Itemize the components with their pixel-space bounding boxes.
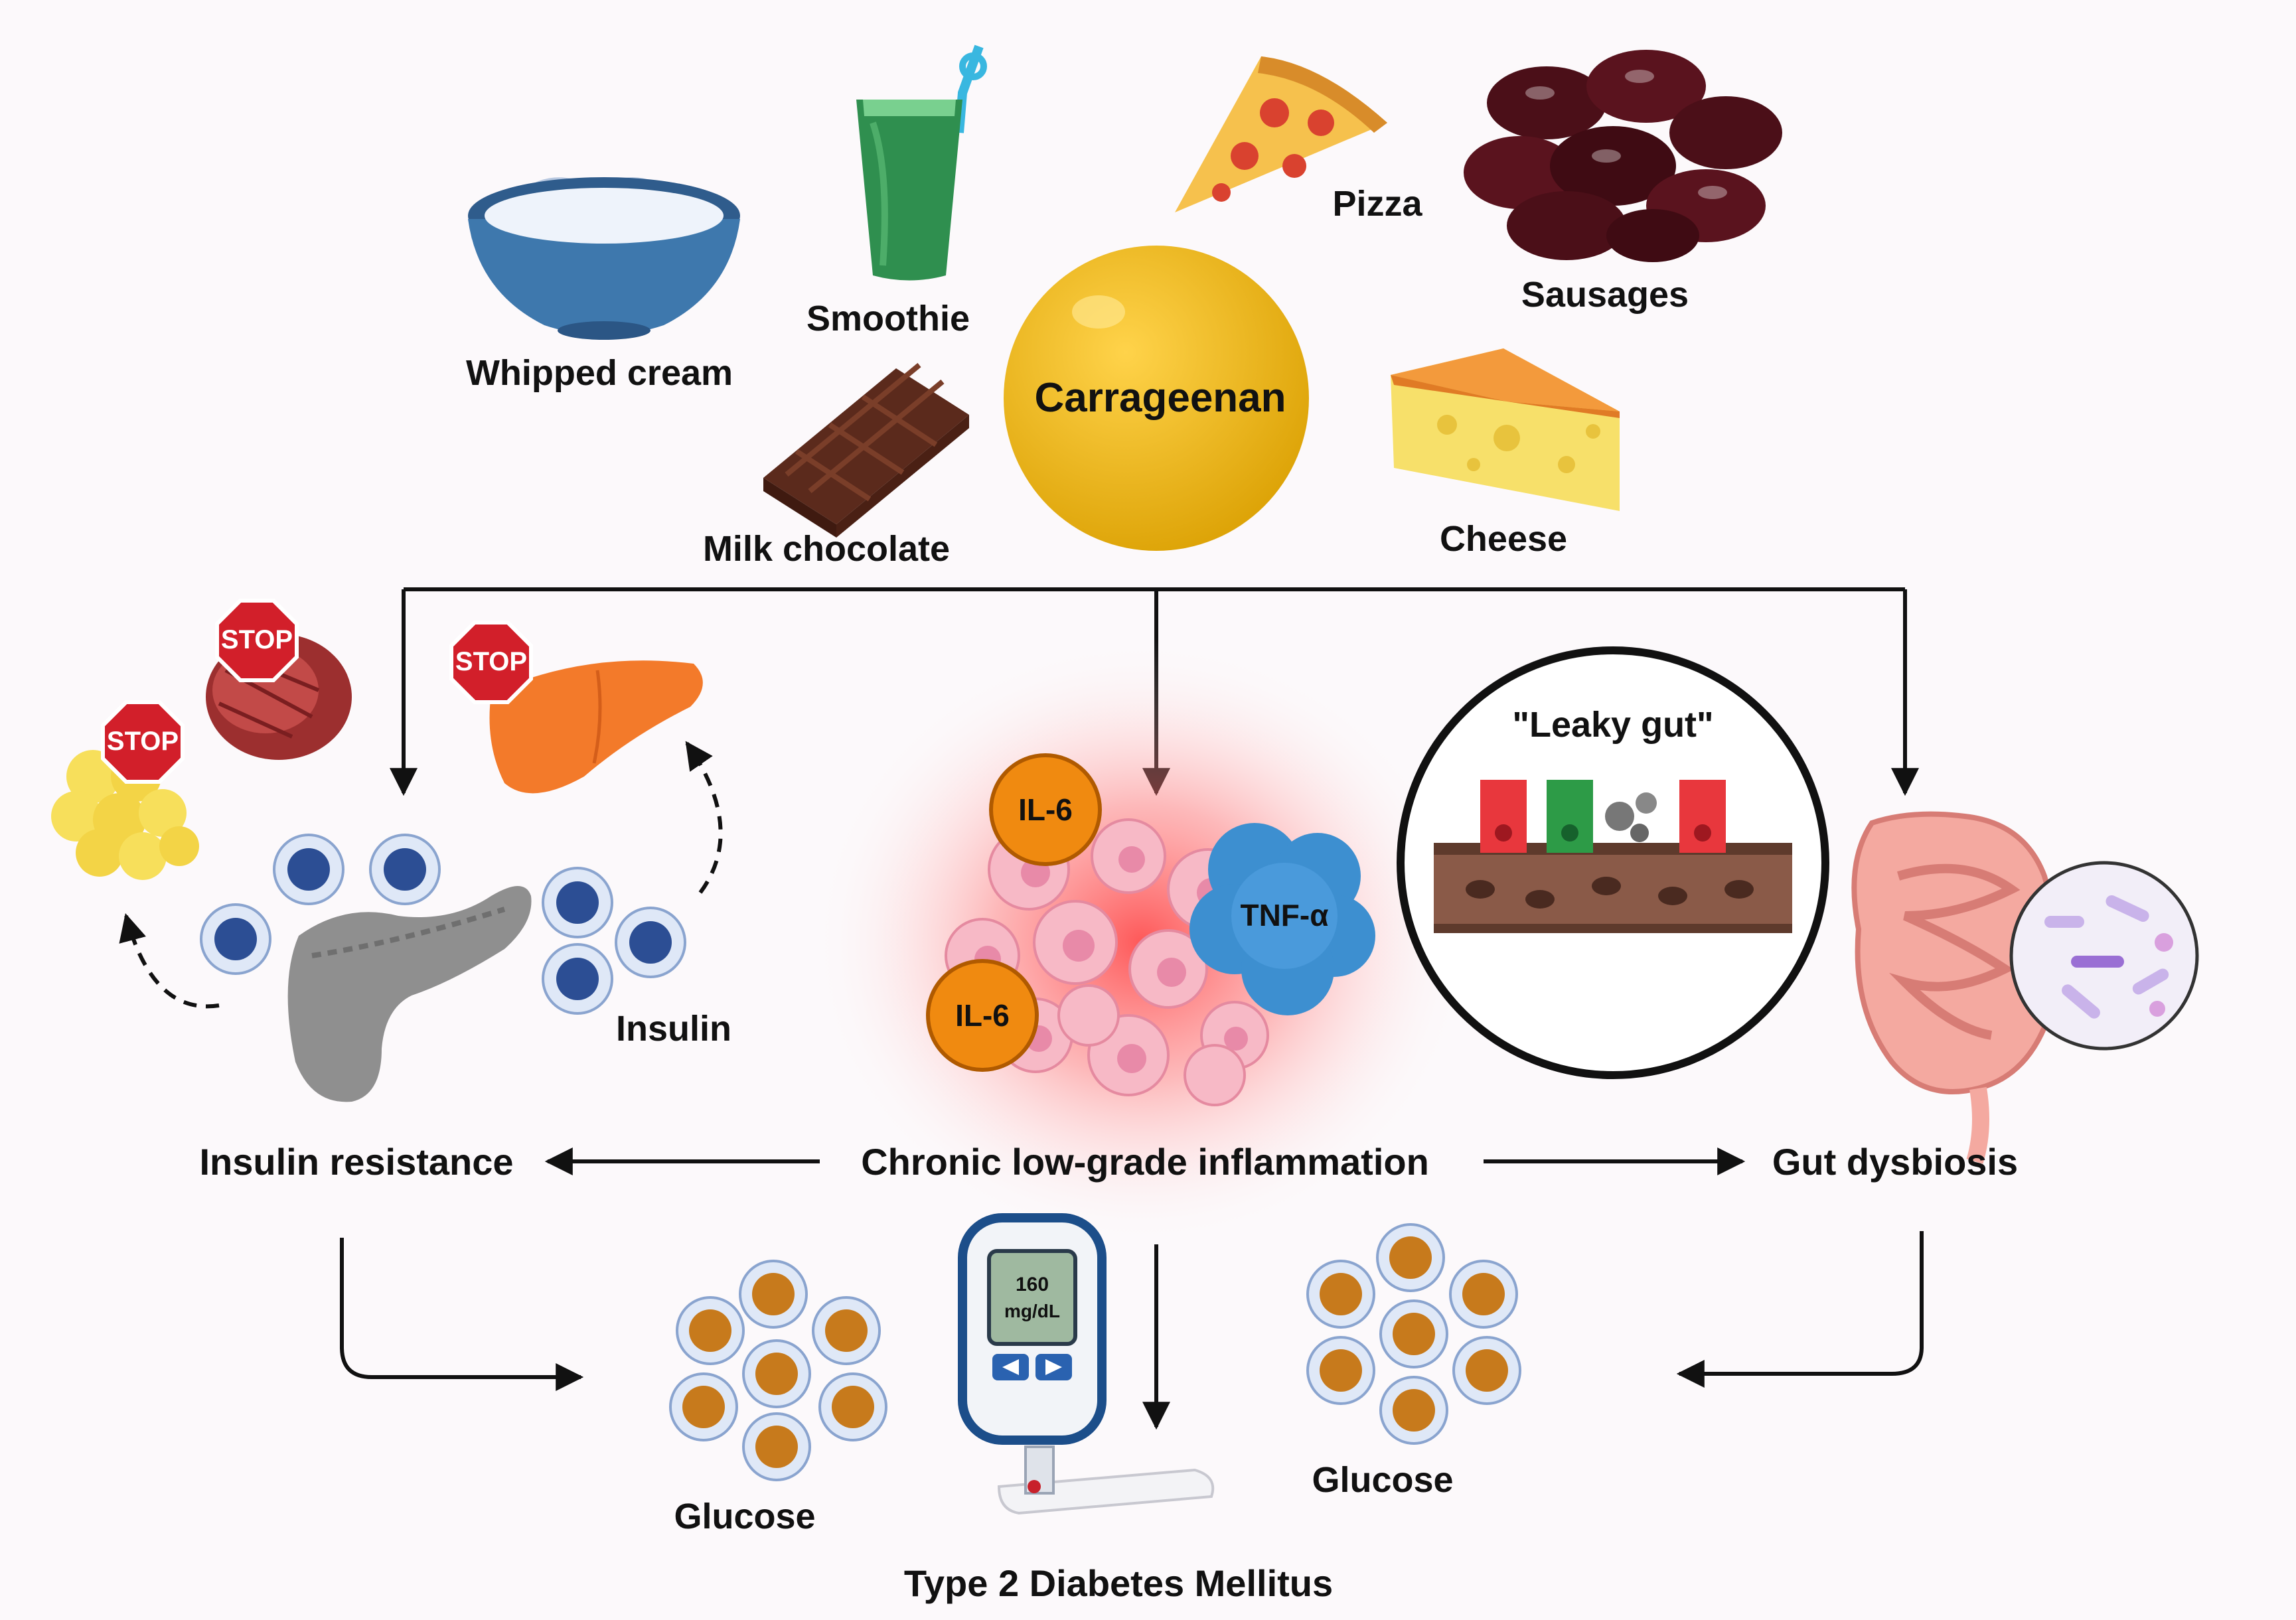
insulin-label: Insulin <box>616 1009 731 1049</box>
stop-sign-liver-icon: STOP <box>449 621 533 704</box>
smoothie-glass-icon <box>856 44 987 281</box>
glucose-left-label: Glucose <box>674 1497 815 1536</box>
il6-top-molecule: IL-6 <box>989 753 1102 866</box>
glucometer-icon: 160 mg/dL <box>958 1213 1215 1515</box>
pancreas-icon <box>287 886 532 1102</box>
insulin-cell <box>273 834 344 905</box>
il6-top-label: IL-6 <box>1018 792 1073 827</box>
insulin-resistance-label: Insulin resistance <box>199 1141 513 1183</box>
pizza-label: Pizza <box>1332 184 1422 224</box>
tnf-alpha-molecule: TNF-α <box>1189 823 1375 1015</box>
glucose-cell <box>676 1296 745 1365</box>
cheese-label: Cheese <box>1440 519 1567 559</box>
insulin-cells-icon <box>200 834 686 1015</box>
whipped-cream-bowl-icon <box>468 177 740 340</box>
intestine-icon <box>1851 811 2059 1164</box>
whipped-cream-label: Whipped cream <box>466 353 733 393</box>
stop-sign-fat-icon: STOP <box>101 700 185 784</box>
t2dm-label: Type 2 Diabetes Mellitus <box>904 1562 1333 1604</box>
tnf-alpha-label: TNF-α <box>1240 898 1328 932</box>
stop-sign-liver-text: STOP <box>455 647 527 676</box>
gut-dysbiosis-label: Gut dysbiosis <box>1772 1141 2018 1183</box>
insulin-cell <box>542 867 613 938</box>
smoothie-label: Smoothie <box>806 299 970 338</box>
glucose-cell <box>742 1412 811 1481</box>
glucose-cell <box>739 1260 808 1329</box>
glucose-cell <box>1449 1260 1518 1329</box>
glucose-cell <box>1452 1336 1521 1405</box>
glucose-cell <box>1376 1223 1445 1292</box>
glucose-cell <box>818 1372 887 1441</box>
glucose-right-label: Glucose <box>1312 1460 1453 1500</box>
stop-sign-muscle-icon: STOP <box>215 599 299 682</box>
carrageenan-label: Carrageenan <box>1034 375 1286 421</box>
cheese-wedge-icon <box>1391 348 1620 511</box>
bacteria-inset <box>2009 861 2199 1051</box>
glucometer-value: 160 <box>1016 1274 1049 1295</box>
il6-bottom-label: IL-6 <box>955 998 1010 1033</box>
milk-chocolate-icon <box>763 362 969 538</box>
distribution-arrows <box>119 587 1924 1430</box>
insulin-cell <box>615 907 686 978</box>
glucose-cluster-left <box>669 1260 887 1481</box>
glucose-cell <box>742 1339 811 1408</box>
sausages-icon <box>1464 50 1782 262</box>
il6-bottom-molecule: IL-6 <box>926 959 1039 1072</box>
stop-sign-muscle-text: STOP <box>221 625 293 654</box>
insulin-cell <box>542 943 613 1015</box>
glucose-cell <box>669 1372 738 1441</box>
glucose-cell <box>1306 1336 1375 1405</box>
glucometer-unit: mg/dL <box>1004 1301 1060 1321</box>
glucose-cell <box>1306 1260 1375 1329</box>
glucose-cell <box>812 1296 881 1365</box>
leaky-gut-label: "Leaky gut" <box>1512 705 1713 745</box>
glucose-cluster-right <box>1306 1223 1521 1445</box>
milk-chocolate-label: Milk chocolate <box>703 529 950 569</box>
leaky-gut-inset <box>1397 646 1829 1079</box>
insulin-cell <box>200 903 271 975</box>
liver-icon <box>489 660 703 794</box>
insulin-cell <box>369 834 441 905</box>
stop-sign-fat-text: STOP <box>107 727 179 756</box>
glucose-cell <box>1379 1299 1448 1368</box>
sausages-label: Sausages <box>1521 275 1689 315</box>
chronic-inflammation-label: Chronic low-grade inflammation <box>861 1141 1429 1183</box>
glucose-cell <box>1379 1376 1448 1445</box>
carrageenan-sphere <box>1004 246 1309 551</box>
pizza-slice-icon <box>1175 56 1387 212</box>
